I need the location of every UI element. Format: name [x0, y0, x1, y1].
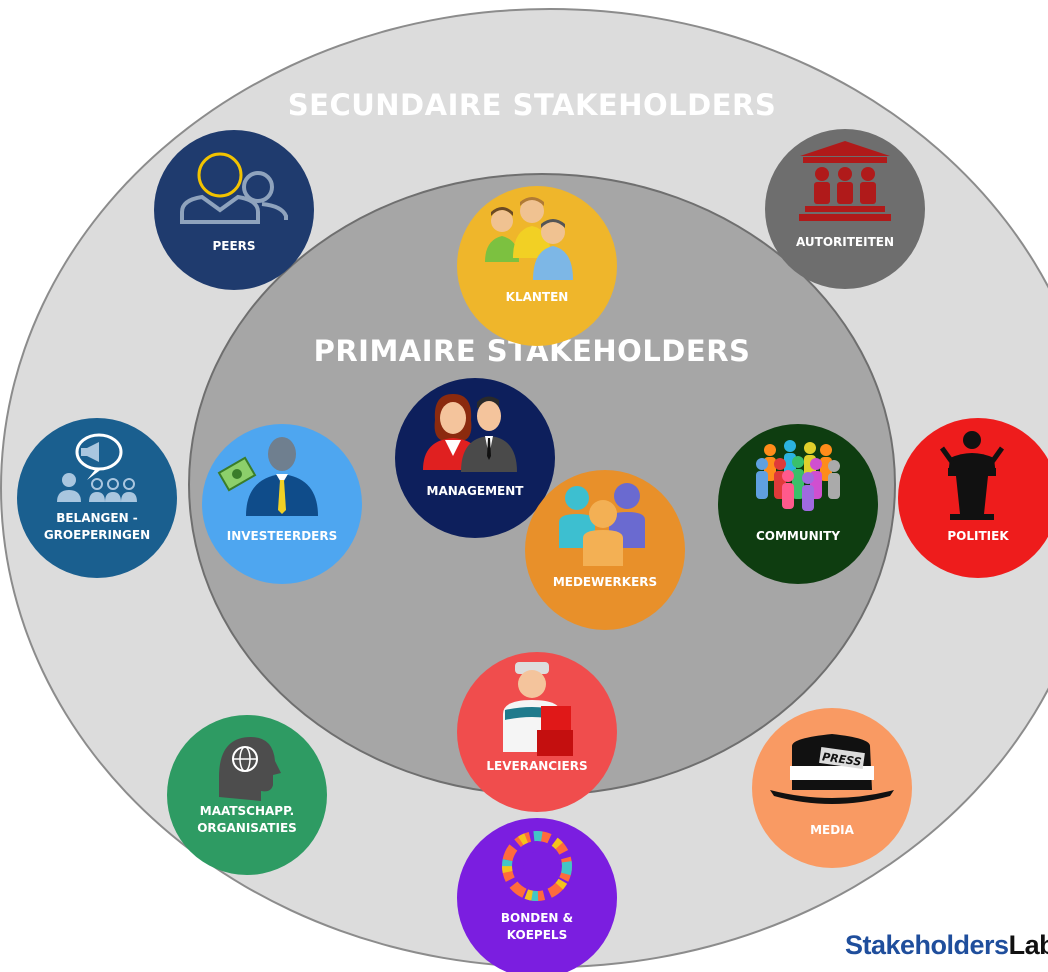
node-klanten: KLANTEN	[457, 186, 617, 346]
node-bonden-koepels: BONDEN & KOEPELS	[457, 818, 617, 972]
node-label: LEVERANCIERS	[486, 759, 588, 773]
node-label: MEDIA	[810, 823, 854, 837]
node-label: PEERS	[212, 239, 256, 253]
node-label: BELANGEN - GROEPERINGEN	[43, 511, 151, 542]
managers-icon	[423, 394, 517, 472]
globe-head-icon	[219, 737, 281, 801]
node-media: PRESS MEDIA	[752, 708, 912, 868]
crowd-icon	[756, 440, 840, 511]
node-label: COMMUNITY	[755, 529, 841, 543]
node-politiek: POLITIEK	[898, 418, 1048, 578]
node-peers: PEERS	[154, 130, 314, 290]
courthouse-icon	[799, 141, 891, 221]
politician-podium-icon	[939, 431, 1005, 520]
node-label: MANAGEMENT	[426, 484, 524, 498]
supplier-icon	[503, 662, 573, 756]
node-medewerkers: MEDEWERKERS	[525, 470, 685, 630]
brand-logo: StakeholdersLab	[845, 930, 1048, 961]
node-maatschapp-organisaties: MAATSCHAPP. ORGANISATIES	[167, 715, 327, 875]
brand-part2: Lab	[1008, 930, 1048, 960]
node-label: AUTORITEITEN	[795, 235, 895, 249]
investor-icon	[217, 437, 318, 516]
customers-icon	[485, 197, 573, 280]
node-label: KLANTEN	[505, 290, 569, 304]
employees-icon	[559, 483, 645, 566]
node-management: MANAGEMENT	[395, 378, 555, 538]
node-community: COMMUNITY	[718, 424, 878, 584]
node-label: MAATSCHAPP. ORGANISATIES	[197, 804, 297, 835]
node-label: INVESTEERDERS	[226, 529, 338, 543]
peers-icon	[180, 152, 288, 224]
press-hat-icon: PRESS	[770, 734, 894, 804]
people-circle-icon	[502, 831, 572, 901]
node-investeerders: INVESTEERDERS	[202, 424, 362, 584]
node-autoriteiten: AUTORITEITEN	[765, 129, 925, 289]
secondary-title: SECUNDAIRE STAKEHOLDERS	[287, 88, 777, 122]
svg-text:PRESS: PRESS	[821, 750, 862, 768]
brand-part1: Stakeholders	[845, 930, 1009, 960]
node-belangengroeperingen: BELANGEN - GROEPERINGEN	[17, 418, 177, 578]
node-leveranciers: LEVERANCIERS	[457, 652, 617, 812]
megaphone-group-icon	[57, 433, 137, 502]
node-label: BONDEN & KOEPELS	[500, 911, 574, 942]
node-label: MEDEWERKERS	[552, 575, 658, 589]
node-label: POLITIEK	[947, 529, 1009, 543]
